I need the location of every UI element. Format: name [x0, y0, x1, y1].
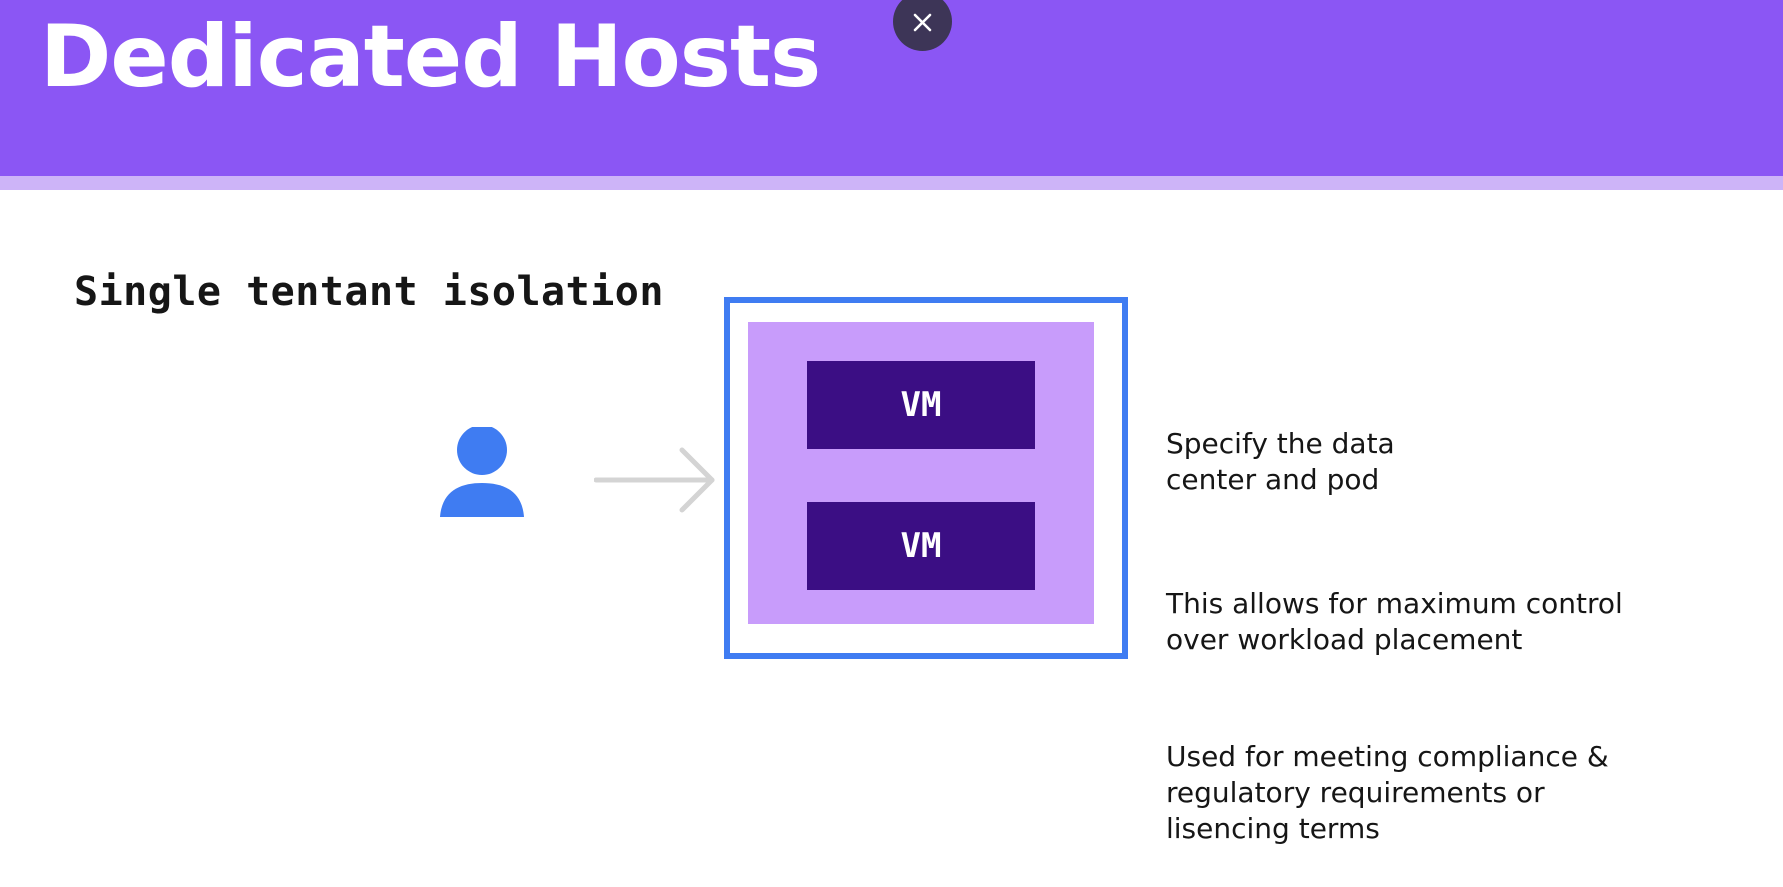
note-compliance: Used for meeting compliance & regulatory…: [1166, 740, 1609, 845]
note-data-center: Specify the data center and pod: [1166, 427, 1395, 496]
arrow-right-icon: [594, 447, 715, 513]
dedicated-host-box: VM VM: [724, 297, 1128, 659]
diagram-subtitle: Single tentant isolation: [74, 269, 664, 315]
user-icon: [440, 427, 524, 517]
host-inner-area: VM VM: [748, 322, 1094, 624]
note-workload-placement: This allows for maximum control over wor…: [1166, 587, 1623, 656]
header-stripe: [0, 176, 1783, 190]
page-title: Dedicated Hosts: [40, 7, 821, 107]
header-banner: [0, 0, 1783, 176]
close-icon: [913, 13, 932, 32]
vm-box: VM: [807, 502, 1035, 590]
vm-box: VM: [807, 361, 1035, 449]
close-button[interactable]: [893, 0, 952, 51]
